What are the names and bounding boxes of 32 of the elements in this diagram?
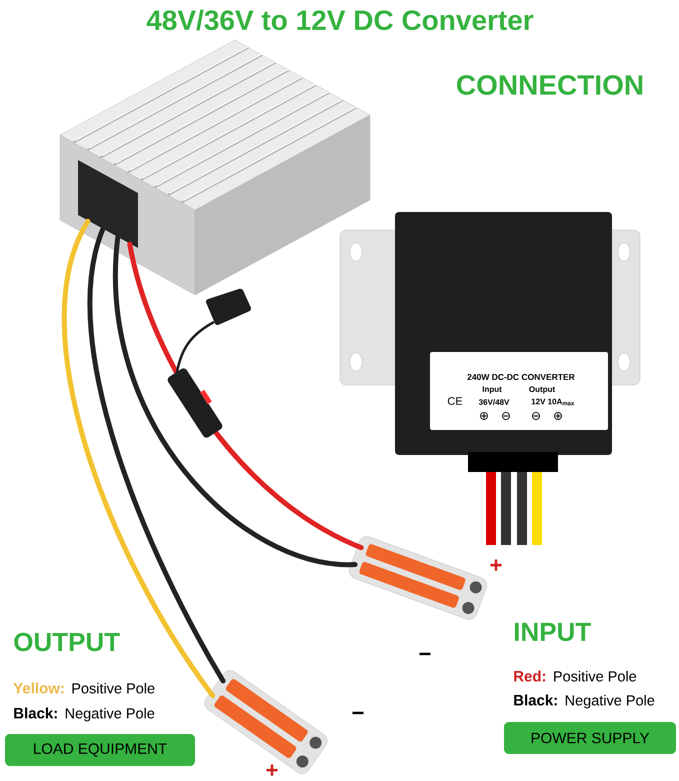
product-label	[430, 352, 608, 430]
pole-description: Positive Pole	[554, 670, 636, 682]
label-text: 240W DC-DC CONVERTER	[467, 374, 575, 380]
wire-connector-drawing	[349, 536, 487, 620]
wire-color-label: Red:	[514, 670, 546, 682]
polarity-symbol: ⊖	[532, 412, 540, 420]
label-text: 12V 10A$_{max}$	[532, 398, 574, 406]
label-text: Output	[529, 386, 556, 394]
heading: CONNECTION	[457, 75, 642, 95]
converter-drawing	[60, 40, 370, 296]
polarity-symbol: ⊕	[554, 412, 562, 420]
label-box: LOAD EQUIPMENT	[5, 734, 195, 766]
wire-color-label: Black:	[14, 708, 57, 718]
polarity-symbol: ⊕	[480, 412, 488, 420]
wire-color-label: Black:	[514, 694, 557, 706]
wire	[62, 218, 216, 698]
polarity-sign: +	[266, 764, 278, 776]
heading: OUTPUT	[14, 632, 120, 652]
wire-color-label: Yellow:	[13, 682, 64, 694]
polarity-sign: −	[352, 712, 364, 714]
pole-description: Negative Pole	[566, 694, 654, 708]
label-text: 36V/48V	[478, 399, 510, 405]
heading: INPUT	[514, 622, 591, 642]
polarity-symbol: ⊖	[502, 412, 510, 420]
pole-description: Positive Pole	[72, 682, 154, 694]
polarity-sign: −	[419, 652, 431, 656]
wire-connector-drawing	[204, 670, 328, 774]
label-text: Input	[482, 386, 502, 394]
label-box: POWER SUPPLY	[504, 722, 676, 754]
ce-mark: CE	[448, 397, 462, 405]
wire	[88, 226, 226, 684]
title: 48V/36V to 12V DC Converter	[146, 10, 534, 30]
